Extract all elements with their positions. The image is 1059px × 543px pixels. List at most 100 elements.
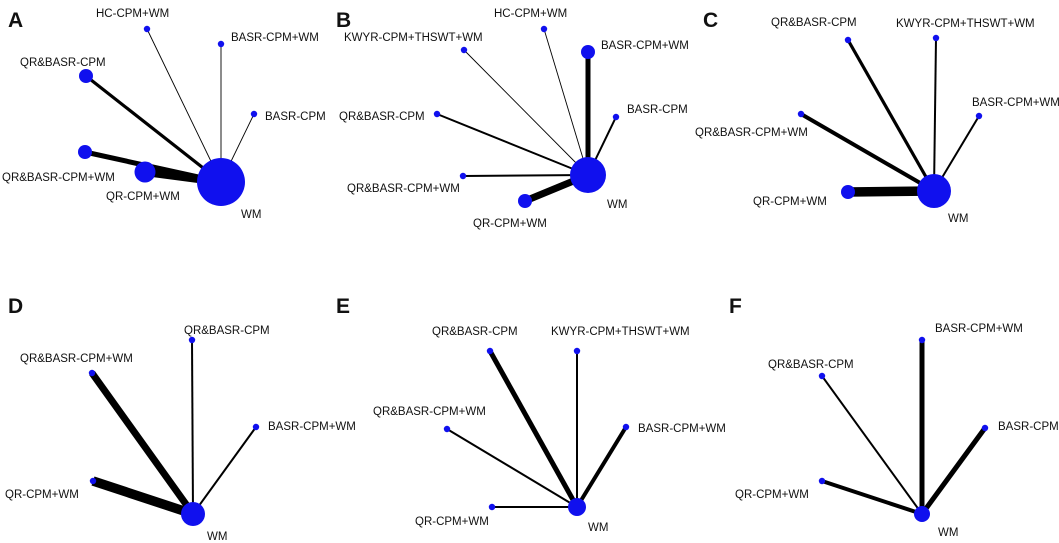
node-qrb — [433, 110, 441, 118]
node-label: KWYR-CPM+THSWT+WM — [551, 326, 690, 338]
edge-hc-wm — [146, 28, 222, 183]
panel-letter: A — [8, 9, 23, 32]
edge-qrb-wm — [487, 349, 580, 509]
node-kwyr — [932, 34, 940, 42]
node-kwyr — [573, 347, 581, 355]
node-label: QR&BASR-CPM+WM — [2, 172, 115, 184]
node-qrwm — [518, 194, 532, 208]
node-label: KWYR-CPM+THSWT+WM — [344, 32, 483, 44]
node-label: QR&BASR-CPM — [771, 17, 857, 29]
node-label: BASR-CPM — [998, 421, 1059, 433]
node-label: QR&BASR-CPM — [184, 325, 270, 337]
node-wm — [914, 506, 930, 522]
node-label: WM — [241, 209, 261, 221]
node-basrwm — [581, 45, 595, 59]
node-label: HC-CPM+WM — [96, 8, 169, 20]
node-qrb — [844, 36, 852, 44]
edge-qrwm-wm — [91, 476, 195, 519]
edge-qrb-wm — [846, 39, 936, 192]
node-label: WM — [938, 527, 958, 539]
node-label: QR-CPM+WM — [415, 516, 489, 528]
node-qrwm — [841, 185, 855, 199]
node-label: QR&BASR-CPM — [768, 359, 854, 371]
node-qrbwm — [459, 172, 467, 180]
panel-d: DQR&BASR-CPMQR&BASR-CPM+WMBASR-CPM+WMQR-… — [5, 295, 356, 543]
node-kwyr — [460, 46, 468, 54]
node-wm — [568, 498, 586, 516]
edge-qrbwm-wm — [89, 370, 196, 517]
node-wm — [570, 157, 606, 193]
node-qrb — [188, 336, 196, 344]
node-qrbwm — [78, 145, 92, 159]
node-basrwm — [975, 112, 983, 120]
node-qrbwm — [797, 110, 805, 118]
node-qrbwm — [88, 369, 96, 377]
node-label: WM — [588, 522, 608, 534]
node-label: QR-CPM+WM — [753, 196, 827, 208]
node-label: BASR-CPM+WM — [972, 97, 1059, 109]
edge-kwyr-wm — [463, 49, 589, 176]
edge-qrb-wm — [85, 74, 222, 184]
node-label: QR-CPM+WM — [106, 191, 180, 203]
edge-qrbwm-wm — [799, 112, 936, 193]
node-label: WM — [948, 213, 968, 225]
node-label: QR&BASR-CPM — [339, 111, 425, 123]
panel-f: F BASR-CPM+WM QR&BASR-CPM BASR-CPM QR-CPM+WM… — [729, 295, 1059, 539]
panel-letter: F — [729, 295, 742, 318]
node-label: WM — [207, 531, 227, 543]
node-wm — [197, 158, 245, 206]
edge-basrwm-wm — [192, 426, 257, 515]
panel-letter: C — [703, 9, 718, 32]
panel-letter: D — [8, 295, 23, 318]
node-wm — [917, 174, 951, 208]
edge-kwyr-wm — [933, 37, 937, 192]
node-qrwm — [488, 503, 496, 511]
edge-qrb-wm — [191, 339, 194, 515]
node-label: QR-CPM+WM — [5, 489, 79, 501]
panel-a: A HC-CPM+WM BASR-CPM+WM QR&BASR-CPM BASR-CPM… — [2, 8, 326, 221]
node-label: QR&BASR-CPM+WM — [373, 406, 486, 418]
edge-qrb-wm — [821, 375, 923, 515]
node-basr — [981, 424, 989, 432]
node-basrwm — [217, 40, 225, 48]
node-label: QR&BASR-CPM — [20, 57, 106, 69]
node-hc — [143, 25, 151, 33]
node-label: BASR-CPM — [265, 111, 326, 123]
node-label: BASR-CPM — [627, 104, 688, 116]
node-qrwm — [89, 477, 97, 485]
node-label: QR&BASR-CPM — [432, 326, 518, 338]
node-label: BASR-CPM+WM — [231, 32, 319, 44]
node-qrb — [486, 347, 494, 355]
edge-qrbwm-wm — [462, 174, 589, 177]
edge-basr-wm — [919, 426, 988, 516]
node-label: BASR-CPM+WM — [601, 40, 689, 52]
panel-letter: E — [336, 295, 350, 318]
node-label: BASR-CPM+WM — [935, 323, 1023, 335]
node-wm — [181, 502, 205, 526]
node-qrb — [818, 372, 826, 380]
node-basrwm — [622, 423, 630, 431]
node-label: QR-CPM+WM — [735, 489, 809, 501]
edge-qrbwm-wm — [446, 428, 578, 508]
node-label: QR-CPM+WM — [473, 218, 547, 230]
node-qrwm — [134, 161, 156, 183]
edge-hc-wm — [543, 28, 589, 176]
node-label: WM — [607, 199, 627, 211]
node-hc — [540, 25, 548, 33]
node-qrbwm — [443, 425, 451, 433]
panel-letter: B — [336, 9, 351, 32]
node-basrwm — [252, 423, 260, 431]
node-label: QR&BASR-CPM+WM — [695, 127, 808, 139]
node-basr — [612, 113, 620, 121]
node-label: BASR-CPM+WM — [268, 421, 356, 433]
panel-e: E QR&BASR-CPM KWYR-CPM+THSWT+WM QR&BASR-CPM… — [336, 295, 726, 534]
edge-qrb-wm — [436, 113, 589, 176]
node-label: HC-CPM+WM — [494, 8, 567, 20]
edge-qrwm-wm — [821, 479, 923, 516]
node-label: KWYR-CPM+THSWT+WM — [896, 18, 1035, 30]
node-basr — [250, 110, 258, 118]
node-label: BASR-CPM+WM — [638, 423, 726, 435]
edge-basrwm-wm — [575, 425, 628, 509]
